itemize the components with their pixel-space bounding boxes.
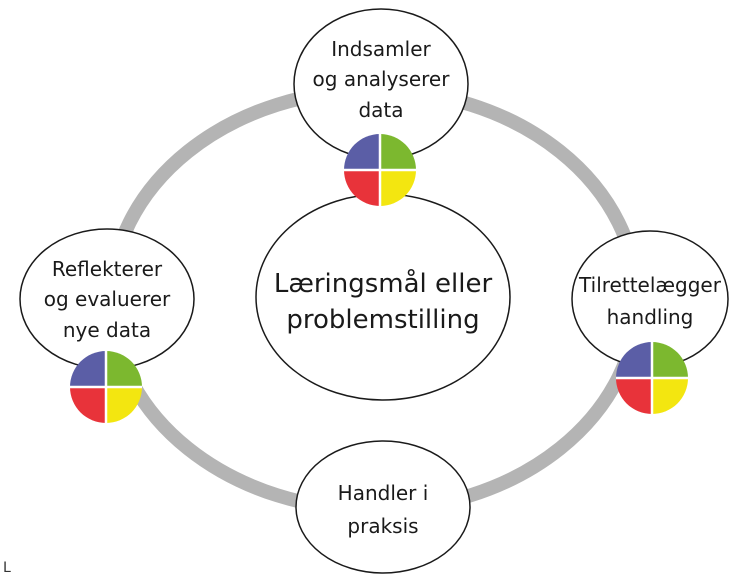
center-node: Læringsmål eller problemstilling [255, 193, 511, 401]
quadrant-green [106, 351, 142, 387]
node-bottom-ellipse [295, 440, 471, 574]
node-top: Indsamler og analyserer data [293, 8, 469, 160]
quadrant-red [616, 378, 652, 414]
node-left: Reflekterer og evaluerer nye data [19, 228, 195, 370]
quadrant-red [70, 387, 106, 423]
node-left-line3: nye data [63, 318, 151, 342]
node-bottom-line1: Handler i [338, 481, 429, 505]
quadrant-blue [616, 342, 652, 378]
node-left-line2: og evaluerer [44, 287, 171, 311]
quadrant-green [380, 134, 416, 170]
quadrant-green [652, 342, 688, 378]
node-left-line1: Reflekterer [52, 257, 163, 281]
quadrant-icon-right [616, 342, 688, 414]
node-bottom: Handler i praksis [295, 440, 471, 574]
node-top-line2: og analyserer [313, 67, 451, 91]
node-bottom-line2: praksis [347, 514, 418, 538]
corner-mark: L [3, 560, 11, 576]
quadrant-yellow [652, 378, 688, 414]
quadrant-icon-top [344, 134, 416, 206]
center-label-line2: problemstilling [286, 305, 479, 335]
center-label-line1: Læringsmål eller [274, 268, 493, 299]
node-top-line3: data [358, 98, 403, 122]
quadrant-blue [70, 351, 106, 387]
node-right-line1: Tilrettelægger [578, 273, 722, 297]
quadrant-red [344, 170, 380, 206]
node-top-line1: Indsamler [331, 37, 431, 61]
node-right: Tilrettelægger handling [571, 230, 729, 368]
quadrant-yellow [106, 387, 142, 423]
quadrant-yellow [380, 170, 416, 206]
node-right-line2: handling [607, 305, 694, 329]
quadrant-icon-left [70, 351, 142, 423]
quadrant-blue [344, 134, 380, 170]
